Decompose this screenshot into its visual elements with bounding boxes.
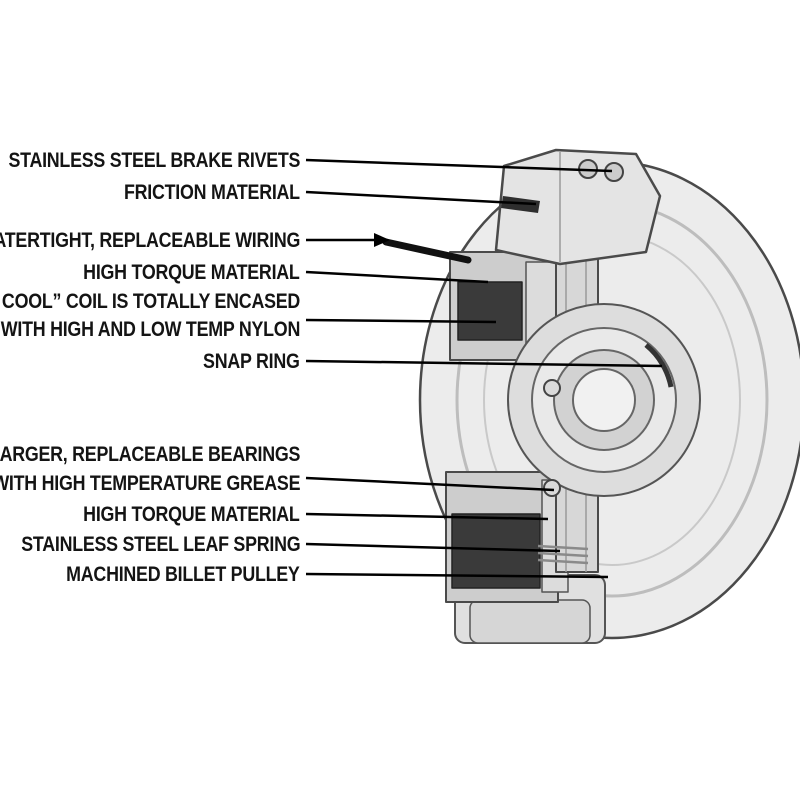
callout-high-torque-bottom: HIGH TORQUE MATERIAL — [83, 503, 301, 526]
leader-high-torque-top — [305, 270, 489, 284]
friction-pad — [501, 196, 540, 213]
bearing-pin-top — [543, 379, 561, 397]
callout-leaf-spring: STAINLESS STEEL LEAF SPRING — [20, 533, 300, 556]
callout-bearings-line2: WITH HIGH TEMPERATURE GREASE — [0, 472, 300, 495]
callout-high-torque-top: HIGH TORQUE MATERIAL — [83, 261, 301, 284]
brake-rivet — [604, 162, 624, 182]
callout-friction-material: FRICTION MATERIAL — [124, 181, 300, 204]
leader-friction-material — [305, 190, 537, 206]
callout-coil-line1: “RUN COOL” COIL IS TOTALLY ENCASED — [0, 290, 300, 313]
hub-bore — [572, 368, 636, 432]
leader-lines — [305, 158, 663, 579]
snap-ring-part — [644, 343, 674, 388]
bottom-step-inner — [469, 599, 591, 644]
leader-bearings — [305, 476, 555, 492]
clutch-assembly — [382, 148, 800, 644]
callout-bearings-line1: LARGER, REPLACEABLE BEARINGS — [0, 443, 300, 466]
callout-pulley: MACHINED BILLET PULLEY — [66, 563, 301, 586]
leader-pulley — [305, 572, 609, 579]
callout-brake-rivets: STAINLESS STEEL BRAKE RIVETS — [8, 149, 300, 172]
callout-snap-ring: SNAP RING — [203, 350, 300, 373]
leader-leaf-spring — [305, 542, 561, 553]
leaf-spring-part — [537, 544, 589, 565]
leader-high-torque-bottom — [305, 512, 549, 521]
leader-wiring-arrowhead — [374, 233, 390, 247]
callout-wiring: WATERTIGHT, REPLACEABLE WIRING — [0, 229, 300, 252]
upper-coil — [457, 281, 523, 341]
callout-coil-line2: WITH HIGH AND LOW TEMP NYLON — [0, 318, 301, 341]
leader-brake-rivets — [305, 158, 613, 173]
leader-coil — [305, 318, 497, 324]
bearing-pin-bottom — [543, 479, 561, 497]
leader-snap-ring — [305, 359, 663, 368]
wire — [382, 238, 472, 264]
